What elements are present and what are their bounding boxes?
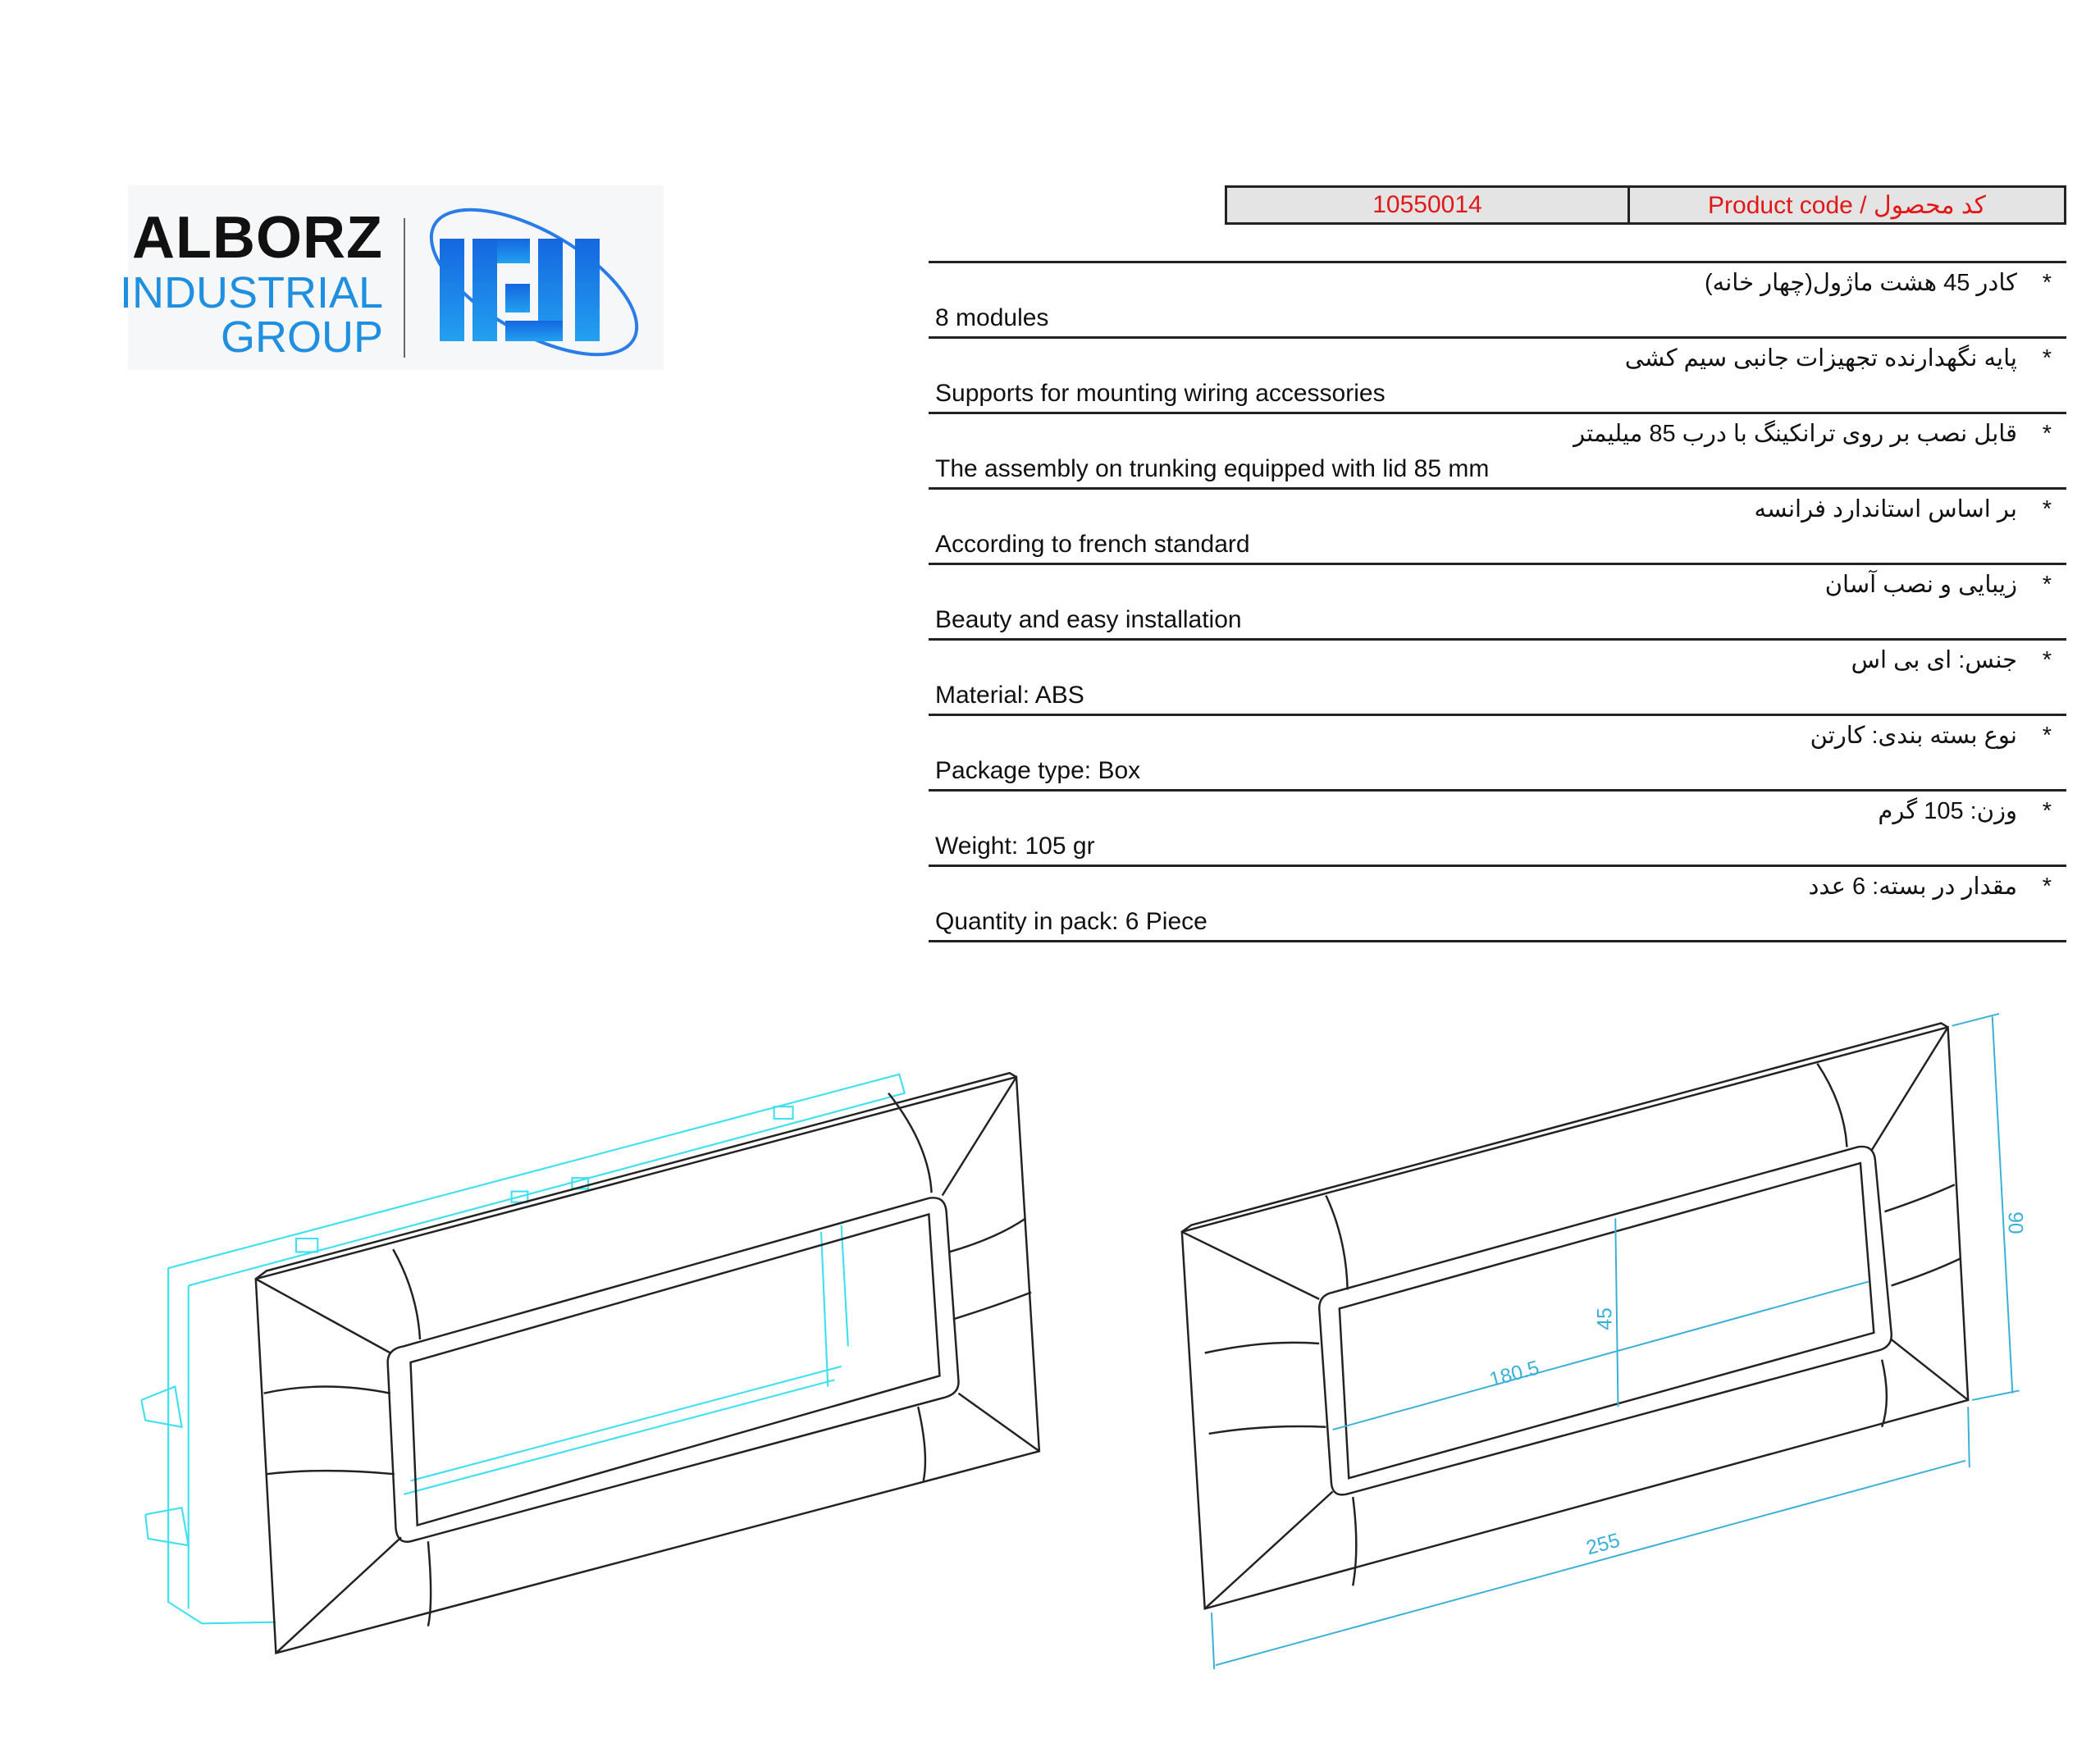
spec-en: Beauty and easy installation [935,606,1242,633]
spec-fa: زیبایی و نصب آسان [1824,572,2017,598]
spec-en: Quantity in pack: 6 Piece [935,908,1208,935]
logo-text-industrial: INDUSTRIAL [119,268,383,317]
spec-fa: کادر 45 هشت ماژول(چهار خانه) [1705,270,2017,296]
spec-fa: نوع بسته بندی: کارتن [1810,723,2017,749]
spec-fa: بر اساس استاندارد فرانسه [1754,496,2017,522]
bullet: * [2042,572,2052,598]
spec-en: 8 modules [935,304,1049,331]
spec-fa: وزن: 105 گرم [1878,798,2017,824]
logo-text-group: GROUP [220,313,383,362]
bullet: * [2042,723,2052,749]
spec-row: * نوع بسته بندی: کارتن Package type: Box [929,716,2066,792]
spec-en: According to french standard [935,531,1250,558]
spec-en: Supports for mounting wiring accessories [935,380,1386,407]
logo-emblem-icon [429,208,639,357]
spec-fa: مقدار در بسته: 6 عدد [1808,874,2017,900]
spec-en: Weight: 105 gr [935,833,1095,860]
spec-en: Material: ABS [935,682,1084,709]
spec-row: * بر اساس استاندارد فرانسه According to fr… [929,490,2066,565]
spec-fa: پایه نگهدارنده تجهیزات جانبی سیم کشی [1624,345,2017,372]
spec-row: * مقدار در بسته: 6 عدد Quantity in pack: 6… [929,867,2066,942]
spec-row: * قابل نصب بر روی ترانکینگ با درب 85 میلی… [929,414,2066,490]
dimension-inner-width: 180.5 [1487,1357,1541,1391]
exploded-view-drawing [140,1071,1041,1655]
spec-row: * جنس: ای بی اس Material: ABS [929,641,2066,716]
spec-list: * کادر 45 هشت ماژول(چهار خانه) 8 modules *… [929,261,2066,942]
bullet: * [2042,647,2052,673]
bullet: * [2042,421,2052,447]
dimension-height: 90 [2003,1211,2025,1234]
product-code-value: 10550014 [1227,188,1630,222]
spec-fa: جنس: ای بی اس [1851,647,2017,673]
spec-fa: قابل نصب بر روی ترانکینگ با درب 85 میلیم… [1573,421,2017,447]
bullet: * [2042,270,2052,296]
product-code-table: 10550014 Product code / کد محصول [1225,185,2066,225]
bullet: * [2042,496,2052,522]
logo-divider [404,218,405,358]
spec-row: * زیبایی و نصب آسان Beauty and easy instal… [929,565,2066,641]
spec-en: Package type: Box [935,757,1141,784]
dimension-inner-height: 45 [1594,1307,1616,1330]
product-code-label: Product code / کد محصول [1708,191,1986,219]
bullet: * [2042,345,2052,372]
spec-en: The assembly on trunking equipped with l… [935,455,1490,482]
bullet: * [2042,874,2052,900]
spec-row: * پایه نگهدارنده تجهیزات جانبی سیم کشی Sup… [929,339,2066,414]
bullet: * [2042,798,2052,824]
logo-text-alborz: ALBORZ [132,205,383,271]
spec-row: * کادر 45 هشت ماژول(چهار خانه) 8 modules [929,263,2066,339]
dimensioned-view-drawing: 255 90 45 180.5 [1180,1013,2025,1670]
company-logo: ALBORZ INDUSTRIAL GROUP [120,185,664,370]
spec-row: * وزن: 105 گرم Weight: 105 gr [929,792,2066,867]
